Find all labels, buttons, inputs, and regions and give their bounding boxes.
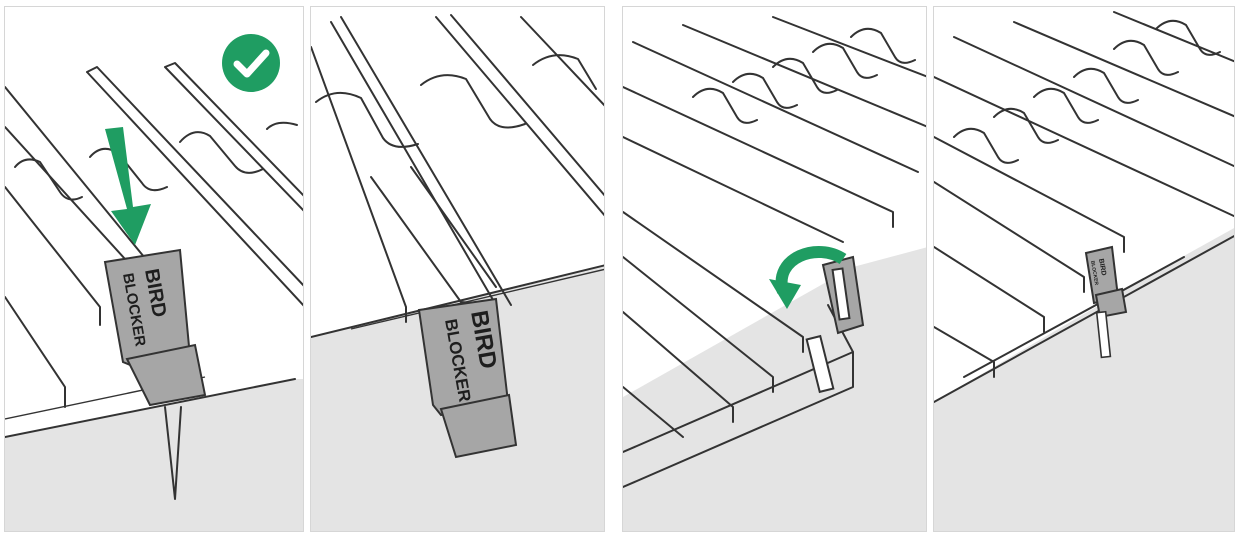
roof-edge-shadow [934, 227, 1235, 532]
tile-loop [1034, 89, 1098, 123]
roof-rib [5, 187, 100, 325]
step-3-panel [622, 6, 927, 532]
tile-loop [994, 109, 1058, 143]
tile-loop [15, 159, 82, 199]
roof-channel [371, 167, 496, 305]
roof-rib [436, 15, 605, 217]
check-circle-icon [222, 34, 280, 92]
roof-rib [683, 25, 927, 127]
step-2-illustration: BIRD BLOCKER [311, 7, 605, 532]
step-2-panel: BIRD BLOCKER [310, 6, 605, 532]
roof-rib [633, 42, 918, 172]
roof-rib [521, 17, 605, 107]
roof-rib [1114, 12, 1235, 62]
tile-loop [267, 123, 297, 129]
bird-blocker-clip: BIRD BLOCKER [105, 250, 205, 405]
roof-rib [311, 47, 406, 322]
roof-rib [623, 137, 843, 242]
step-4-panel: BIRD BLOCKER [933, 6, 1235, 532]
roof-rib [934, 327, 994, 377]
roof-rib [934, 182, 1084, 292]
roof-rib [331, 17, 511, 317]
tile-loop [813, 44, 877, 78]
tile-loop [533, 55, 596, 89]
tile-loop [851, 29, 915, 63]
tile-loop [954, 129, 1018, 163]
step-1-illustration: BIRD BLOCKER [5, 7, 304, 532]
roof-rib [773, 17, 927, 77]
step-1-panel: BIRD BLOCKER [4, 6, 304, 532]
roof-rib [5, 297, 65, 407]
tile-loop [1156, 21, 1220, 55]
roof-rib [934, 247, 1044, 332]
step-4-illustration: BIRD BLOCKER [934, 7, 1235, 532]
roof-edge-shadow [623, 247, 927, 532]
step-3-illustration [623, 7, 927, 532]
roof-rib [934, 137, 1124, 252]
